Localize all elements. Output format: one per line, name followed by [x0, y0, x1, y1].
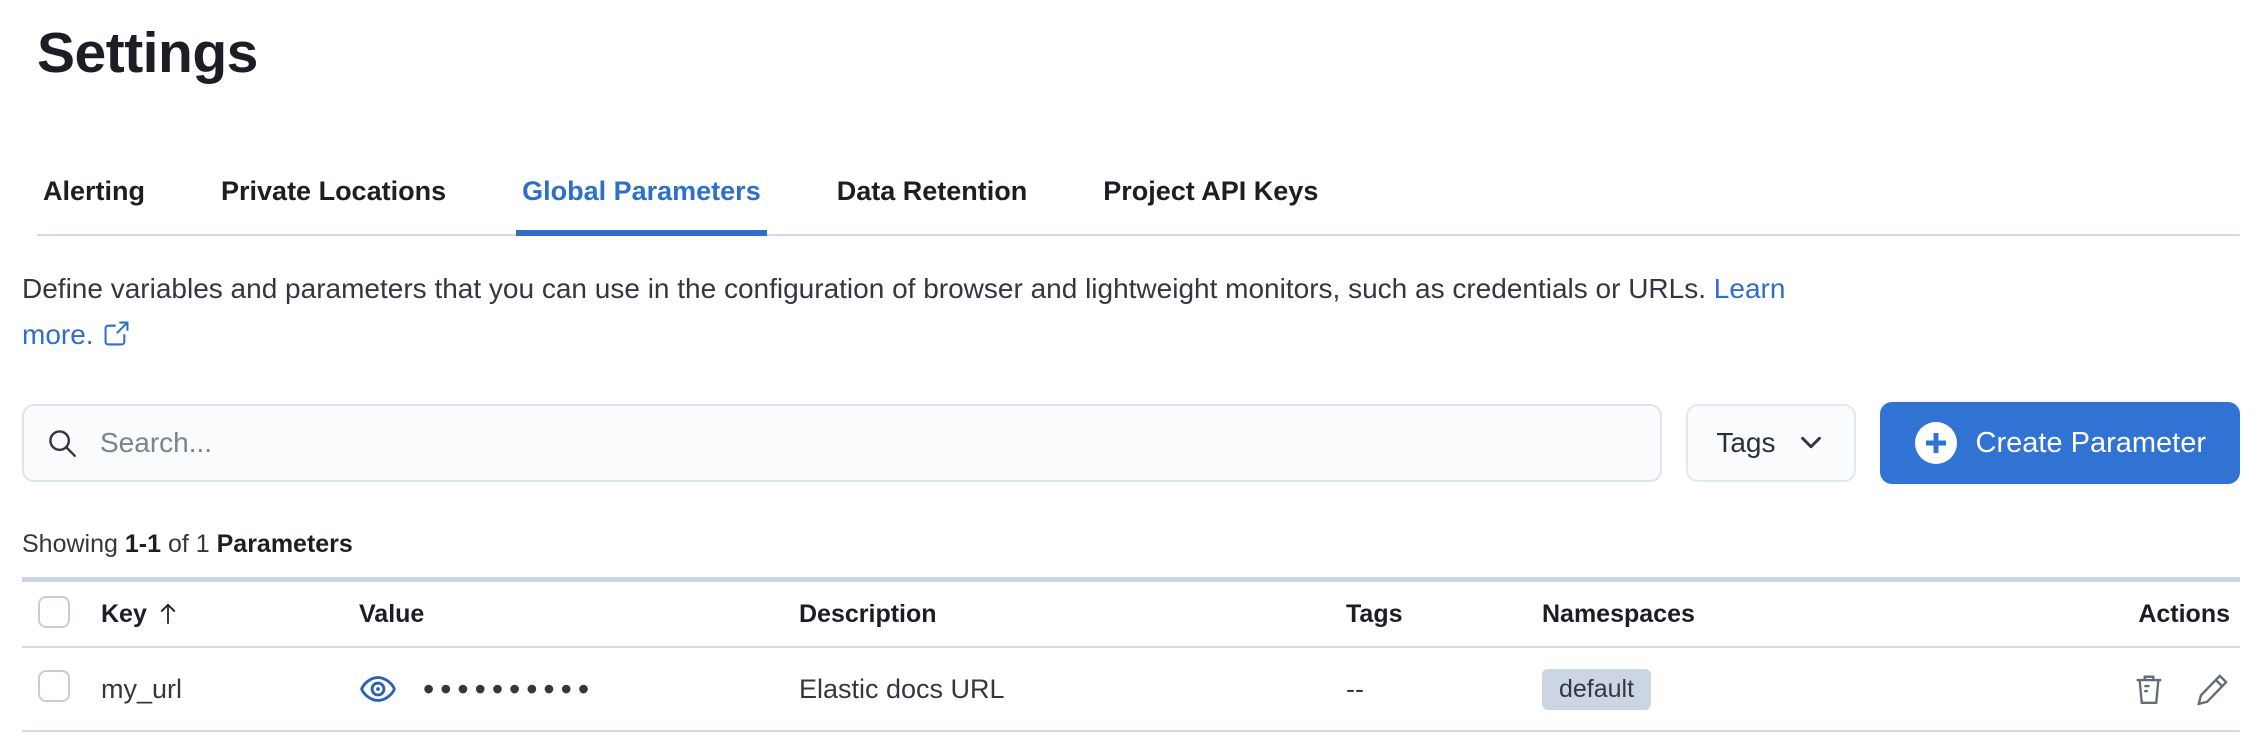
page-title: Settings	[37, 21, 258, 85]
param-value-cell: ••••••••••	[343, 670, 783, 708]
create-parameter-label: Create Parameter	[1975, 426, 2207, 459]
table-header-row: Key Value Description Tags Namespaces Ac…	[22, 582, 2240, 648]
column-header-key[interactable]: Key	[85, 600, 343, 629]
chevron-down-icon	[1800, 436, 1821, 449]
search-input[interactable]	[98, 426, 1639, 460]
external-link-icon	[104, 321, 129, 346]
results-summary: Showing 1-1 of 1 Parameters	[22, 530, 353, 558]
toolbar: Tags Create Parameter	[22, 402, 2240, 484]
reveal-value-button[interactable]	[359, 670, 397, 708]
param-key: my_url	[101, 673, 183, 704]
trash-icon	[2136, 675, 2162, 704]
sort-ascending-icon	[160, 603, 176, 624]
param-description: Elastic docs URL	[799, 673, 1005, 704]
description: Define variables and parameters that you…	[22, 266, 2237, 358]
column-header-actions: Actions	[2138, 599, 2230, 628]
column-header-namespaces: Namespaces	[1542, 599, 1695, 628]
select-all-checkbox[interactable]	[38, 595, 70, 628]
learn-more-link-continued[interactable]: more.	[22, 319, 129, 350]
column-header-tags: Tags	[1346, 599, 1403, 628]
param-tags: --	[1346, 673, 1364, 704]
parameters-table: Key Value Description Tags Namespaces Ac…	[22, 577, 2240, 732]
tab-data-retention[interactable]: Data Retention	[836, 176, 1028, 206]
column-header-value: Value	[359, 599, 425, 628]
masked-value: ••••••••••	[423, 670, 596, 707]
tab-global-parameters[interactable]: Global Parameters	[516, 174, 767, 236]
search-icon	[49, 430, 76, 457]
table-row: my_url •••••••••• Elastic docs URL -- de…	[22, 648, 2240, 732]
row-checkbox[interactable]	[38, 669, 70, 702]
eye-icon	[360, 676, 396, 702]
row-actions	[1886, 672, 2240, 706]
create-parameter-button[interactable]: Create Parameter	[1879, 402, 2240, 484]
search-field[interactable]	[22, 404, 1663, 482]
learn-more-link[interactable]: Learn	[1713, 273, 1786, 304]
settings-page: Settings Alerting Private Locations Glob…	[22, 21, 2240, 732]
edit-parameter-button[interactable]	[2196, 672, 2230, 706]
tab-private-locations[interactable]: Private Locations	[221, 176, 447, 206]
namespace-badge: default	[1542, 668, 1652, 710]
tab-project-api-keys[interactable]: Project API Keys	[1103, 176, 1319, 206]
tags-filter-button[interactable]: Tags	[1686, 404, 1856, 482]
plus-in-circle-icon	[1914, 422, 1957, 464]
delete-parameter-button[interactable]	[2132, 672, 2166, 706]
column-header-description: Description	[799, 599, 937, 628]
tags-filter-label: Tags	[1716, 427, 1776, 458]
description-text: Define variables and parameters that you…	[22, 273, 1707, 304]
tabs-nav: Alerting Private Locations Global Parame…	[37, 174, 2240, 236]
pencil-icon	[2197, 674, 2228, 706]
tab-alerting[interactable]: Alerting	[43, 176, 146, 206]
